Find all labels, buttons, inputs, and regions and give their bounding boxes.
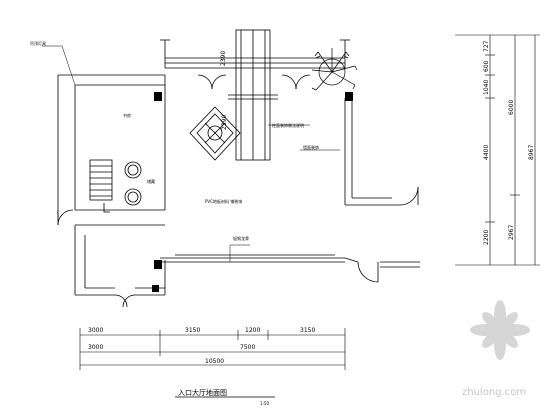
- dim-right-total: 8967: [528, 145, 535, 160]
- top-dim-b: 2390: [221, 115, 228, 130]
- leader-lines: [42, 45, 340, 262]
- dim-right-2200: 2200: [483, 230, 490, 245]
- central-beam: [228, 29, 278, 161]
- beam-note-label: 轻钢龙骨: [233, 235, 249, 241]
- room-b-label: 储藏: [147, 178, 155, 184]
- round-fixtures: [124, 161, 142, 206]
- left-door: [57, 209, 74, 226]
- dim-bottom-row1-1: 3150: [185, 327, 200, 334]
- diamond-column: [189, 106, 241, 161]
- watermark-text: zhulong.com: [462, 387, 526, 398]
- top-doors: [197, 74, 311, 90]
- dim-bottom-total: 10500: [205, 358, 224, 365]
- wall-note-label: 墙面装饰: [303, 144, 319, 150]
- lower-left-wall: [74, 224, 166, 296]
- dim-right-600: 600: [483, 60, 490, 72]
- dim-bottom-row1-2: 1200: [245, 327, 260, 334]
- right-steps: [357, 261, 420, 283]
- room-a-label: 书房: [123, 112, 131, 118]
- top-dim-a: 2390: [220, 51, 227, 66]
- right-structure: [344, 98, 419, 206]
- flooring-label: PVC地板材料 铺装饰: [205, 198, 242, 204]
- dim-right-727: 727: [483, 40, 490, 52]
- drawing-scale: 1:50: [260, 401, 269, 406]
- watermark-logo: [470, 300, 530, 360]
- column-markers: [152, 92, 353, 292]
- dim-right-1040: 1040: [483, 80, 490, 95]
- palm-plant-icon: [311, 48, 358, 91]
- staircase: [89, 159, 113, 213]
- dim-bottom-row2-0: 3000: [88, 344, 103, 351]
- left-room: [57, 74, 166, 218]
- column-note-label: 柱面装饰做法说明: [272, 122, 304, 128]
- dim-bottom-row2-1: 7500: [240, 344, 255, 351]
- bottom-dimension-lines: [79, 328, 346, 370]
- dim-right-2967: 2967: [508, 225, 515, 240]
- bottom-beam: [160, 254, 359, 263]
- ceiling-light-label: 吊顶灯具: [30, 40, 46, 46]
- dim-bottom-row1-3: 3150: [300, 327, 315, 334]
- bottom-doors: [114, 294, 136, 308]
- dim-bottom-row1-0: 3000: [88, 327, 103, 334]
- dim-right-4400: 4400: [483, 145, 490, 160]
- right-dimension-lines: [455, 34, 540, 266]
- drawing-title: 入口大厅地面图: [178, 388, 227, 397]
- dim-right-6000: 6000: [508, 100, 515, 115]
